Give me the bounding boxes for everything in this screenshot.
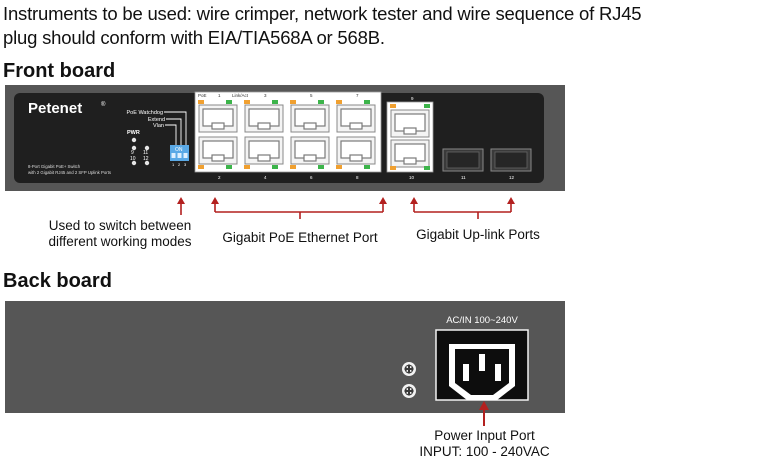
poe-port-4[interactable] <box>244 136 284 165</box>
led-11 <box>144 145 150 151</box>
port-number-2: 2 <box>218 175 221 180</box>
arrow-uplink-right <box>507 197 515 204</box>
poe-port-3[interactable] <box>244 104 284 133</box>
led-label-12: 12 <box>143 156 149 162</box>
callout-power-input: Power Input Port INPUT: 100 - 240VAC <box>392 428 577 460</box>
arrow-poe-right <box>379 197 387 204</box>
poe-port-6[interactable] <box>290 136 330 165</box>
back-board-heading: Back board <box>3 270 112 292</box>
screw-icon-top <box>402 362 416 376</box>
led-10 <box>131 160 137 166</box>
back-board-diagram: AC/IN 100~240V <box>5 301 565 413</box>
dip-number-3: 3 <box>184 162 187 167</box>
intro-line-1: Instruments to be used: wire crimper, ne… <box>3 3 642 24</box>
model-line-2: with 2 Gigabit RJ45 and 2 SFP Uplink Por… <box>28 170 111 175</box>
uplink-port-10[interactable] <box>390 139 430 168</box>
port-number-7: 7 <box>356 93 359 98</box>
poe-led-label: PoE <box>198 93 207 98</box>
sfp-port-number-11: 11 <box>461 175 466 180</box>
callout-power-input-line-2: INPUT: 100 - 240VAC <box>419 444 550 459</box>
led-pwr <box>131 137 137 143</box>
poe-port-5[interactable] <box>290 104 330 133</box>
led-12 <box>144 160 150 166</box>
sfp-port-number-12: 12 <box>509 175 515 180</box>
port-number-5: 5 <box>310 93 313 98</box>
model-line-1: 8-Port Gigabit PoE+ Switch <box>28 164 81 169</box>
arrow-uplink-left <box>410 197 418 204</box>
callout-switch-modes-line-2: different working modes <box>48 234 192 249</box>
intro-line-2: plug should conform with EIA/TIA568A or … <box>3 27 385 48</box>
poe-port-1[interactable] <box>198 104 238 133</box>
arrow-power-input <box>479 401 489 410</box>
led-label-11: 11 <box>143 150 148 156</box>
screw-icon-bottom <box>402 384 416 398</box>
port-number-3: 3 <box>264 93 267 98</box>
led-label-9: 9 <box>131 150 134 156</box>
dip-number-1: 1 <box>172 162 175 167</box>
port-number-1: 1 <box>218 93 221 98</box>
front-board-diagram: Petenet ® 8-Port Gigabit PoE+ Switch wit… <box>5 85 565 191</box>
arrow-poe-left <box>211 197 219 204</box>
power-socket[interactable] <box>435 329 529 401</box>
poe-port-8[interactable] <box>336 136 376 165</box>
ac-input-label: AC/IN 100~240V <box>446 315 518 326</box>
uplink-port-number-9: 9 <box>411 96 414 101</box>
poe-port-7[interactable] <box>336 104 376 133</box>
brand-logo: Petenet <box>28 100 82 117</box>
port-number-8: 8 <box>356 175 359 180</box>
led-label-10: 10 <box>130 156 136 162</box>
mode-label-poe-watchdog: PoE Watchdog <box>127 110 163 116</box>
led-9 <box>131 145 137 151</box>
dip-on-label: ON <box>175 147 183 153</box>
front-board-heading: Front board <box>3 60 116 82</box>
uplink-port-9[interactable] <box>390 109 430 138</box>
port-number-4: 4 <box>264 175 267 180</box>
intro-text: Instruments to be used: wire crimper, ne… <box>3 2 642 50</box>
port-number-6: 6 <box>310 175 313 180</box>
brand-registered: ® <box>101 101 106 108</box>
poe-port-2[interactable] <box>198 136 238 165</box>
arrow-switch-modes <box>177 197 185 204</box>
back-callout-arrow <box>479 401 489 426</box>
callout-switch-modes-line-1: Used to switch between <box>48 218 192 233</box>
uplink-port-number-10: 10 <box>409 175 415 180</box>
callout-power-input-line-1: Power Input Port <box>434 428 535 443</box>
callout-switch-modes: Used to switch between different working… <box>40 218 200 250</box>
link-act-label: Link/Act <box>232 93 249 98</box>
dip-number-2: 2 <box>178 162 181 167</box>
mode-label-vlan: Vlan <box>153 123 164 129</box>
callout-uplink-ports: Gigabit Up-link Ports <box>416 227 540 242</box>
front-callout-brackets <box>177 197 515 219</box>
mode-label-extend: Extend <box>148 117 165 123</box>
pwr-label: PWR <box>127 130 140 136</box>
callout-poe-ports: Gigabit PoE Ethernet Port <box>222 230 378 245</box>
